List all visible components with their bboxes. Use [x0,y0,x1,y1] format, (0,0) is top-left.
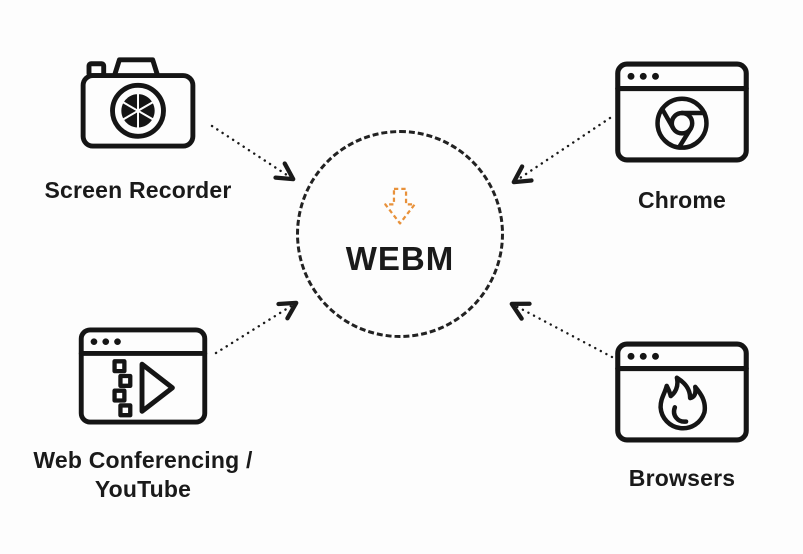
webm-hub: WEBM [296,130,504,338]
firefox-browser-icon [615,341,749,443]
node-screen-recorder: Screen Recorder [22,52,254,205]
node-browsers: Browsers [602,340,762,493]
node-label-chrome: Chrome [637,187,727,213]
node-label-browsers: Browsers [628,465,736,491]
video-player-browser-icon [78,327,208,425]
arrow-chrome-to-webm [511,116,612,185]
chrome-browser-icon [615,61,749,163]
download-arrow-icon [384,187,416,225]
node-chrome: Chrome [602,60,762,215]
camera-icon [80,57,196,149]
node-web-conferencing: Web Conferencing / YouTube [12,326,274,504]
node-label-web-conferencing: Web Conferencing / YouTube [33,447,253,502]
webm-label: WEBM [345,240,455,277]
arrow-browsers-to-webm [509,301,614,359]
node-label-screen-recorder: Screen Recorder [44,177,232,203]
